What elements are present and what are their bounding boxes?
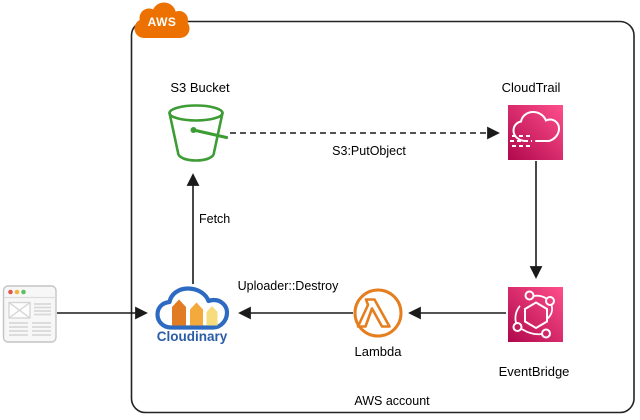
aws-account-label: AWS account (354, 394, 430, 408)
cloudtrail-label: CloudTrail (501, 80, 561, 95)
aws-account-boundary (130, 20, 635, 414)
cloudinary-logo (155, 286, 230, 330)
cloudinary-label: Cloudinary (156, 329, 228, 344)
lambda-icon (353, 288, 403, 338)
aws-logo-label: AWS (147, 15, 177, 29)
cloudtrail-icon (508, 105, 563, 160)
lambda-label: Lambda (354, 344, 402, 359)
edge-label-s3-putobject: S3:PutObject (332, 144, 406, 158)
s3-bucket-label: S3 Bucket (170, 80, 230, 95)
browser-window-icon (2, 285, 57, 343)
edge-label-uploader-destroy: Uploader::Destroy (237, 279, 339, 293)
eventbridge-icon (508, 287, 563, 342)
aws-cloud-logo-icon (134, 2, 190, 38)
edge-label-fetch: Fetch (199, 212, 231, 226)
eventbridge-label: EventBridge (498, 364, 570, 379)
s3-bucket-icon (168, 104, 229, 162)
